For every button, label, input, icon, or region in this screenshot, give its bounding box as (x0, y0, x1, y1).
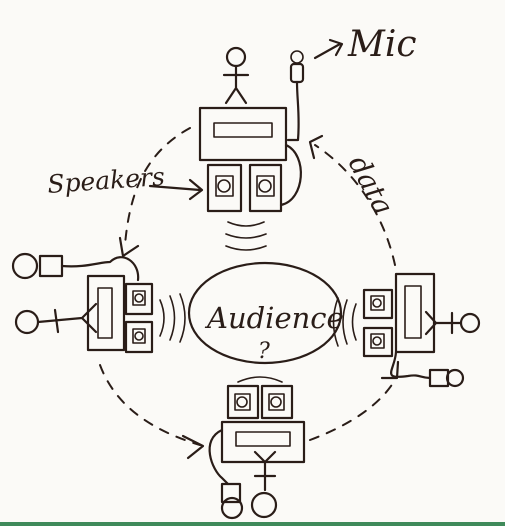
audience-label: Audience (204, 301, 344, 335)
sound-wave-left-3 (179, 293, 186, 343)
person-icon-bottom (250, 450, 278, 519)
person-icon-top (222, 46, 250, 105)
arrow-speakers (148, 178, 204, 201)
sound-wave-right-1 (351, 303, 357, 341)
flow-arrowhead-right (380, 360, 400, 380)
flow-arrowhead-left (118, 236, 140, 258)
label-speakers-group: Speakers (46, 162, 204, 201)
flow-arrowhead-top (308, 134, 324, 160)
audience-ellipse (187, 261, 343, 365)
speaker-icon-bottom-right (260, 384, 294, 420)
flow-arrowhead-bottom (181, 434, 205, 460)
console-box-bottom (220, 420, 306, 464)
console-display-left (97, 287, 113, 339)
sound-wave-right-2 (342, 299, 348, 345)
sound-wave-left-1 (159, 299, 165, 337)
station-bottom (208, 376, 306, 520)
console-display-top (213, 122, 273, 138)
sound-wave-bottom-1 (237, 376, 283, 383)
speaker-icon-right-upper (362, 288, 394, 320)
data-flow-circle (99, 127, 400, 460)
console-box-top (198, 106, 288, 162)
cable-top (279, 143, 302, 207)
device-plug-bottom (220, 482, 242, 504)
cable-right (390, 350, 432, 380)
bottom-rule (0, 522, 505, 526)
sound-wave-top-3 (225, 245, 267, 251)
speaker-icon-left-lower (124, 320, 154, 354)
label-speakers: Speakers (46, 162, 165, 199)
speaker-icon-top-right (248, 163, 283, 213)
arrow-mic (313, 38, 344, 60)
person-icon-bottom-lower (220, 496, 244, 520)
label-mic: Mic (347, 24, 417, 65)
speaker-icon-top-left (206, 163, 243, 213)
device-plug-left (38, 254, 64, 278)
cable-bottom (208, 428, 230, 486)
console-box-left (86, 274, 126, 352)
cable-left (60, 256, 140, 282)
flow-arc-bottom-left (99, 364, 201, 446)
audience-area: Audience ? (187, 261, 344, 365)
sound-wave-right-3 (332, 297, 339, 347)
station-top (198, 46, 305, 251)
label-mic-group: Mic (313, 24, 417, 65)
speaker-icon-bottom-left (226, 384, 260, 420)
console-display-right (404, 285, 422, 339)
microphone-icon (286, 50, 305, 142)
station-left (11, 252, 186, 354)
sound-wave-left-2 (169, 295, 176, 341)
sound-wave-top-1 (227, 221, 265, 227)
label-data: data (342, 150, 401, 221)
audience-question-mark: ? (258, 339, 270, 364)
sound-wave-top-2 (225, 233, 267, 239)
console-box-right (394, 272, 436, 354)
speaker-icon-right-lower (362, 326, 394, 358)
flow-arc-bottom-right (309, 379, 396, 441)
speaker-icon-left-upper (124, 282, 154, 316)
person-icon-left-upper (11, 252, 39, 280)
station-right (332, 272, 481, 388)
person-icon-left (14, 302, 98, 335)
console-display-bottom (235, 431, 291, 447)
person-icon-right-lower (445, 368, 465, 388)
label-data-group: data (342, 150, 401, 221)
flow-arc-top-right (314, 144, 396, 266)
device-plug-right (428, 368, 450, 388)
person-icon-right (424, 310, 481, 336)
